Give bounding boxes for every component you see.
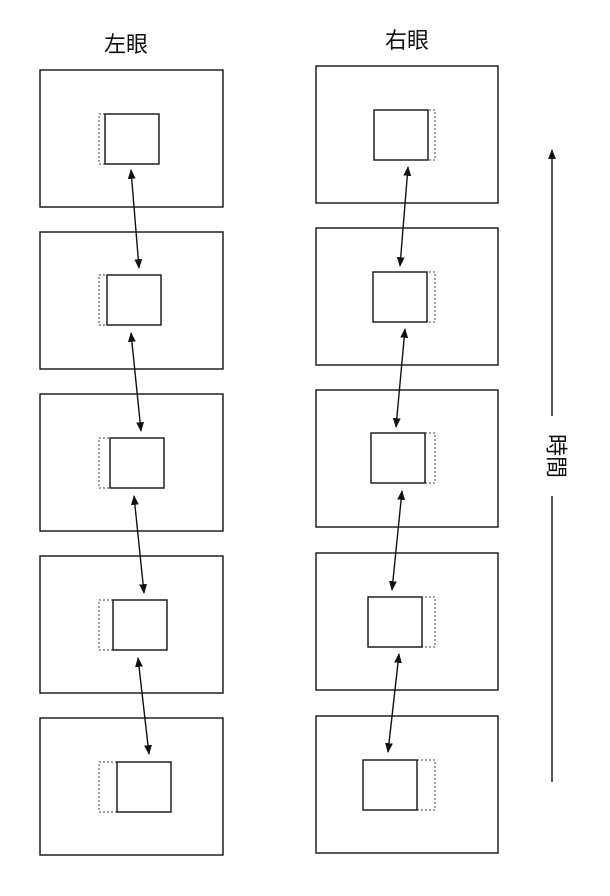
left-frame-2 [39,231,224,370]
right-eye-title: 右眼 [385,29,429,54]
left-arrow-3 [131,495,147,594]
time-axis: 時間 [540,149,570,782]
left-object-2 [106,274,162,326]
right-arrow-4 [385,653,402,753]
left-frame-5 [39,717,224,856]
left-object-3 [109,437,165,489]
right-eye-column [315,65,499,854]
left-eye-title: 左眼 [104,33,148,58]
left-correspondence-arrows [127,169,152,755]
left-frame-4 [39,555,224,694]
right-object-5 [362,759,418,811]
left-object-1 [104,113,160,165]
right-correspondence-arrows [385,166,412,753]
left-arrow-2 [127,332,145,432]
right-frame-4 [315,552,499,691]
left-object-5 [116,761,172,813]
left-frame-3 [39,393,224,532]
right-object-1 [373,109,429,161]
right-frame-3 [315,389,499,528]
right-arrow-1 [396,166,412,267]
right-object-3 [370,432,426,484]
right-object-4 [367,596,423,648]
time-label: 時間 [543,434,568,478]
right-frame-5 [315,715,499,854]
left-eye-column [39,69,224,856]
left-arrow-1 [127,169,143,269]
left-object-4 [112,599,168,651]
right-object-2 [372,271,428,323]
left-arrow-4 [135,657,152,755]
right-arrow-3 [388,490,406,591]
time-label-bg [540,416,570,496]
left-frame-1 [39,69,224,208]
right-frame-2 [315,227,499,366]
right-arrow-2 [392,328,409,428]
